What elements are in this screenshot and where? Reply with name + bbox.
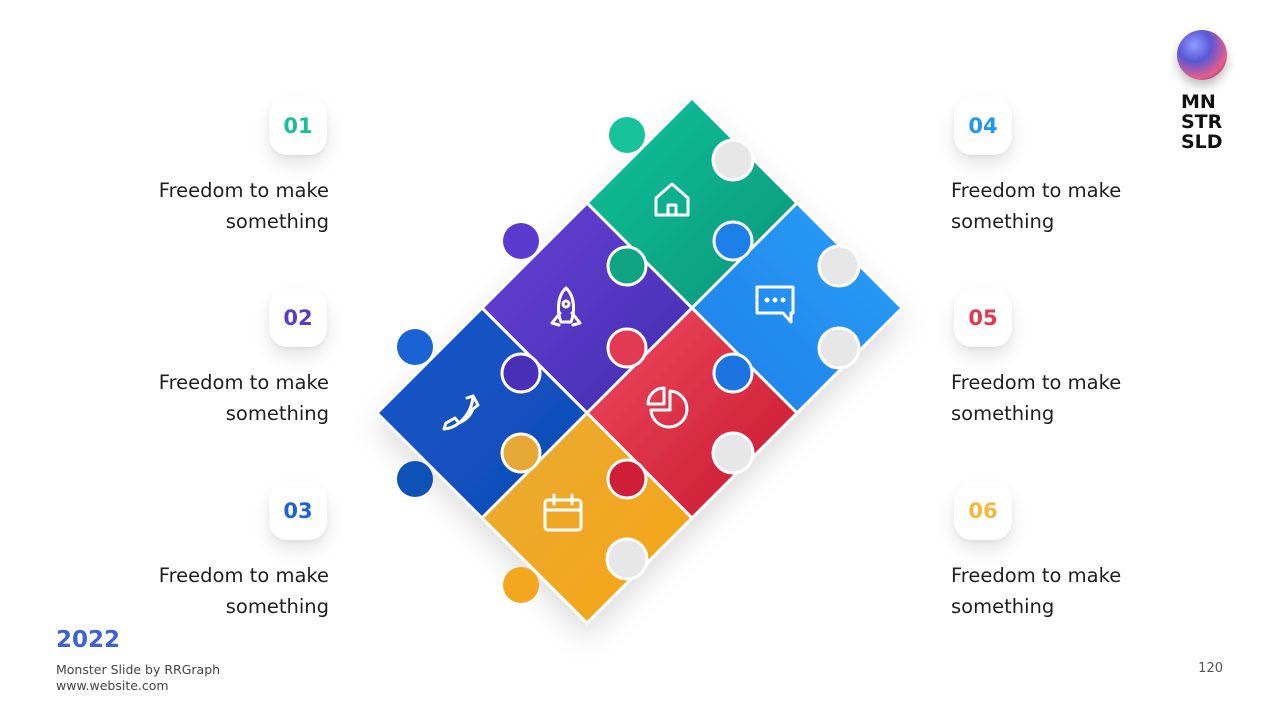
pie-chart-icon (646, 386, 689, 429)
item-number-badge-02: 02 (269, 289, 327, 347)
item-number: 05 (968, 306, 998, 330)
item-number: 04 (968, 114, 998, 138)
rocket-icon (550, 286, 582, 327)
item-number-badge-05: 05 (954, 289, 1012, 347)
item-number: 02 (283, 306, 313, 330)
page-number: 120 (1198, 661, 1223, 676)
logo-line: SLD (1181, 131, 1223, 153)
item-description-02: Freedom to make something (89, 367, 329, 429)
item-text-line: something (225, 595, 329, 618)
footer-year: 2022 (56, 627, 121, 653)
phone-icon (442, 394, 480, 431)
item-number-badge-06: 06 (954, 482, 1012, 540)
item-description-05: Freedom to make something (951, 367, 1191, 429)
item-text-line: Freedom to make (158, 179, 329, 202)
item-text-line: Freedom to make (951, 179, 1122, 202)
item-text-line: Freedom to make (951, 564, 1122, 587)
item-description-01: Freedom to make something (89, 175, 329, 237)
puzzle-socket (711, 138, 755, 182)
item-number-badge-03: 03 (269, 482, 327, 540)
item-text-line: something (951, 595, 1055, 618)
logo-line: STR (1181, 111, 1223, 133)
item-text-line: Freedom to make (951, 371, 1122, 394)
home-icon (654, 182, 690, 217)
item-text-line: Freedom to make (158, 564, 329, 587)
puzzle-tab (503, 567, 539, 603)
item-text-line: something (225, 210, 329, 233)
puzzle-joint (500, 432, 542, 474)
puzzle-joint (712, 352, 754, 394)
puzzle-socket (817, 326, 861, 370)
item-description-04: Freedom to make something (951, 175, 1191, 237)
puzzle-tab (397, 461, 433, 497)
item-number: 03 (283, 499, 313, 523)
puzzle-joint (606, 458, 648, 500)
logo-line: MN (1181, 91, 1216, 113)
puzzle-joint (606, 327, 648, 369)
item-text-line: something (951, 210, 1055, 233)
item-number: 06 (968, 499, 998, 523)
brand-logo-text: MN STR SLD (1181, 92, 1241, 152)
puzzle-socket (817, 244, 861, 288)
item-number: 01 (283, 114, 313, 138)
footer-credit: Monster Slide by RRGraph www.website.com (56, 662, 220, 694)
item-text-line: something (225, 402, 329, 425)
puzzle-joint (606, 245, 648, 287)
puzzle-joint (712, 220, 754, 262)
item-description-03: Freedom to make something (89, 560, 329, 622)
puzzle-socket (711, 431, 755, 475)
calendar-icon (543, 493, 583, 532)
puzzle-socket (605, 537, 649, 581)
puzzle-tab (609, 117, 645, 153)
puzzle-joint (500, 352, 542, 394)
item-number-badge-04: 04 (954, 97, 1012, 155)
brand-logo-sphere (1177, 30, 1227, 80)
chat-icon (755, 285, 795, 324)
item-description-06: Freedom to make something (951, 560, 1191, 622)
credit-line: Monster Slide by RRGraph (56, 662, 221, 677)
website-link[interactable]: www.website.com (56, 678, 169, 693)
item-number-badge-01: 01 (269, 97, 327, 155)
puzzle-tab (503, 223, 539, 259)
item-text-line: Freedom to make (158, 371, 329, 394)
puzzle-tab (397, 329, 433, 365)
item-text-line: something (951, 402, 1055, 425)
